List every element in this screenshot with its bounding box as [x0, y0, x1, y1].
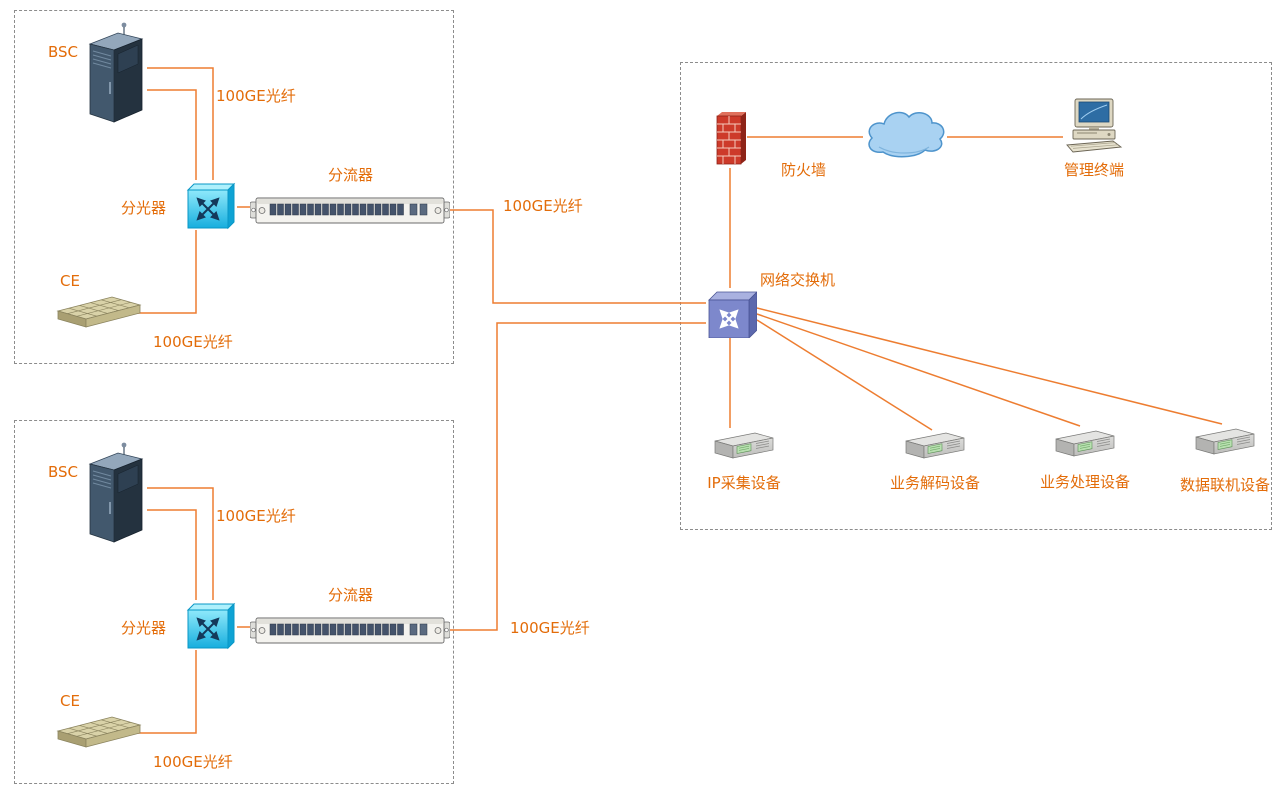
traffic-tap-icon	[250, 611, 450, 649]
link-bsc-splitter-1-b	[147, 487, 214, 600]
optical-splitter-icon	[183, 598, 237, 652]
desktop-computer-icon	[1063, 98, 1125, 156]
bsc-label: BSC	[48, 463, 79, 481]
firewall-brick-icon	[713, 108, 747, 168]
ce-device-icon	[56, 714, 142, 754]
fiber-label: 100GE光纤	[216, 87, 296, 105]
link-bsc-splitter-1-a	[147, 67, 214, 180]
link-switch-decode-device	[756, 319, 933, 431]
ce-label: CE	[60, 272, 80, 290]
terminal-label: 管理终端	[1064, 161, 1125, 179]
optical-splitter-icon	[183, 178, 237, 232]
link-bsc-splitter-2-b	[147, 509, 197, 600]
ce-label: CE	[60, 692, 80, 710]
switch-label: 网络交换机	[760, 271, 836, 289]
link-bsc-splitter-2-a	[147, 89, 197, 180]
bsc-cabinet-icon	[82, 20, 148, 124]
online-server-icon	[1193, 424, 1257, 466]
device-label-process: 业务处理设备	[1039, 473, 1130, 491]
ip-capture-server-icon	[712, 428, 776, 470]
link-splitter-ce-b	[130, 650, 197, 734]
fiber-label: 100GE光纤	[510, 619, 590, 637]
bsc-label: BSC	[48, 43, 79, 61]
link-splitter-ce-a	[130, 230, 197, 314]
site-a-group-box	[14, 10, 454, 364]
tap-label: 分流器	[328, 586, 374, 604]
device-label-ip-capture: IP采集设备	[707, 474, 781, 492]
fiber-label: 100GE光纤	[503, 197, 583, 215]
site-b-group-box	[14, 420, 454, 784]
core-group-box	[680, 62, 1272, 530]
splitter-label: 分光器	[121, 199, 167, 217]
fiber-label: 100GE光纤	[153, 753, 233, 771]
fiber-label: 100GE光纤	[216, 507, 296, 525]
fiber-label: 100GE光纤	[153, 333, 233, 351]
link-tap-switch-a	[444, 209, 706, 304]
bsc-cabinet-icon	[82, 440, 148, 544]
device-label-decode: 业务解码设备	[889, 474, 980, 492]
traffic-tap-icon	[250, 191, 450, 229]
link-tap-switch-b	[444, 322, 706, 631]
splitter-label: 分光器	[121, 619, 167, 637]
tap-label: 分流器	[328, 166, 374, 184]
process-server-icon	[1053, 426, 1117, 468]
device-label-online: 数据联机设备	[1179, 476, 1270, 494]
firewall-label: 防火墙	[781, 161, 827, 179]
link-switch-process-device	[756, 313, 1081, 427]
link-switch-online-device	[756, 307, 1223, 425]
decode-server-icon	[903, 428, 967, 470]
ce-device-icon	[56, 294, 142, 334]
network-cloud-icon	[863, 105, 947, 161]
network-switch-icon	[705, 288, 757, 338]
